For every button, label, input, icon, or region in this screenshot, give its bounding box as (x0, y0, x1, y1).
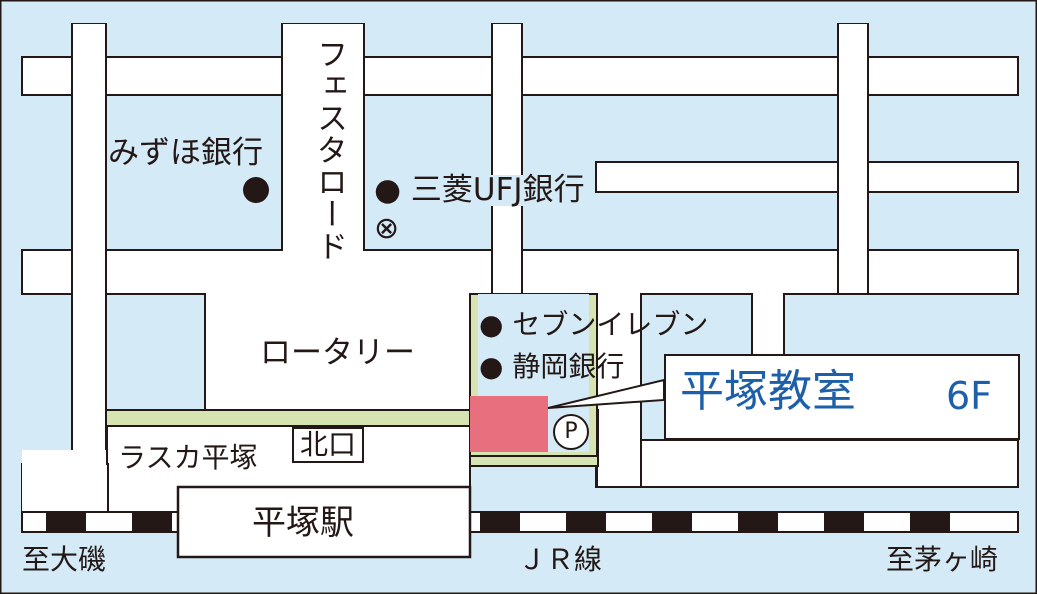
school-floor: 6F (946, 374, 993, 418)
station-name: 平塚駅 (252, 503, 354, 543)
rail-tie (652, 513, 692, 531)
mizuho-bank-label: みずほ銀行 (108, 135, 263, 171)
rail-tie (738, 513, 778, 531)
railway-track (21, 511, 1019, 533)
road-mufg-side (595, 161, 1019, 193)
rail-tie (480, 513, 520, 531)
north-exit-label: 北口 (292, 427, 365, 463)
lasca-label: ラスカ平塚 (118, 441, 258, 474)
rail-tie (824, 513, 864, 531)
school-callout-box (664, 354, 1020, 440)
jr-line-label: ＪＲ線 (518, 543, 603, 576)
rail-tie (132, 513, 172, 531)
rail-tie (46, 513, 86, 531)
mufg-bank-label: ● 三菱UFJ銀行 (374, 172, 585, 208)
parking-icon: P (553, 414, 589, 450)
seven-eleven-label: ● セブンイレブン (479, 308, 709, 341)
festa-road-label: フェスタロード (311, 38, 347, 262)
road-joins (73, 24, 867, 486)
to-chigasaki-label: 至茅ヶ崎 (886, 543, 999, 576)
school-building (470, 396, 548, 452)
to-oiso-label: 至大磯 (22, 543, 107, 576)
road-south-east (595, 439, 1019, 488)
rail-tie (566, 513, 606, 531)
school-name: 平塚教室 (680, 366, 856, 417)
shizuoka-bank-label: ● 静岡銀行 (479, 350, 625, 383)
station-building (176, 485, 472, 559)
police-box-icon: ⊗ (374, 211, 400, 246)
mizuho-bank-marker (243, 177, 269, 203)
rotary-label: ロータリー (260, 335, 415, 371)
rail-tie (910, 513, 950, 531)
